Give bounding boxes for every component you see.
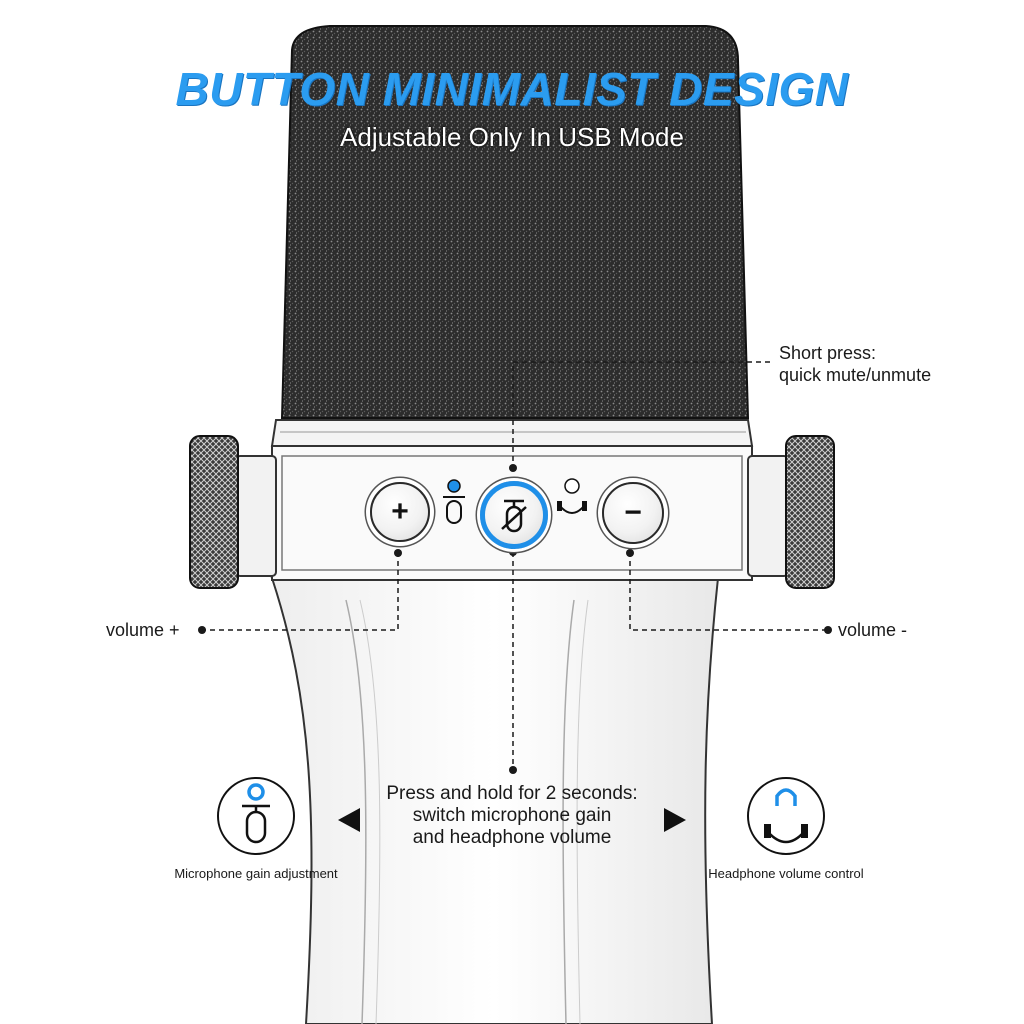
mute-button[interactable] (480, 481, 548, 549)
microphone-icon (218, 778, 294, 854)
mic-mute-icon (496, 495, 532, 535)
volume-minus-button[interactable]: − (602, 482, 664, 544)
press-hold-line3: and headphone volume (312, 827, 712, 849)
page-subtitle: Adjustable Only In USB Mode (0, 122, 1024, 153)
right-knob (786, 436, 834, 588)
headphone-icon (748, 778, 824, 854)
press-hold-callout: Press and hold for 2 seconds: switch mic… (312, 783, 712, 849)
volume-plus-label: volume + (106, 619, 180, 641)
left-knob (190, 436, 238, 588)
headphone-volume-caption: Headphone volume control (690, 866, 882, 881)
mic-gain-caption: Microphone gain adjustment (150, 866, 362, 881)
press-hold-line2: switch microphone gain (312, 805, 712, 827)
minus-icon: − (624, 496, 642, 530)
plus-icon: + (391, 495, 409, 529)
page-title: BUTTON MINIMALIST DESIGN (0, 62, 1024, 116)
short-press-line1: Short press: (779, 342, 931, 364)
short-press-line2: quick mute/unmute (779, 364, 931, 386)
volume-plus-button[interactable]: + (370, 482, 430, 542)
short-press-callout: Short press: quick mute/unmute (779, 342, 931, 386)
press-hold-line1: Press and hold for 2 seconds: (312, 783, 712, 805)
volume-minus-label: volume - (838, 619, 907, 641)
collar-ring (272, 420, 752, 446)
